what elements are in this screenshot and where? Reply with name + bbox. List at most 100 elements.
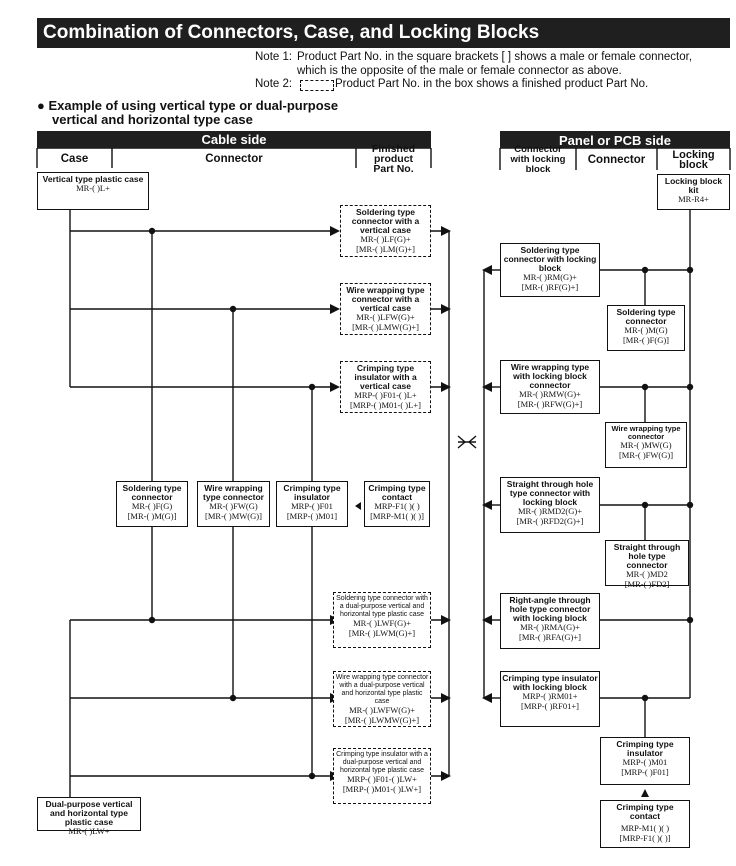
box-title: Wire wrapping type connector with a dual…	[335, 674, 429, 705]
vertical-case-box: Vertical type plastic case MR-( )L+	[37, 172, 149, 210]
part-number-mate: [MR-( )MW(G)]	[205, 510, 262, 521]
cable-side-header: Cable side	[37, 131, 431, 148]
box-title: Wire wrapping type connector	[611, 424, 681, 441]
part-number-mate: [MR-( )LWM(G)+]	[348, 627, 416, 638]
box-title: Wire wrapping type with locking block co…	[510, 362, 590, 390]
part-number: MR-( )LF(G)+	[360, 234, 411, 244]
finished-wire-vertical-box: Wire wrapping type connector with a vert…	[340, 283, 431, 335]
box-title: Crimping type insulator	[616, 739, 674, 758]
wire-wrapping-connector-box: Wire wrapping type connector MR-( )FW(G)…	[197, 481, 270, 527]
soldering-connector-box: Soldering type connector MR-( )F(G) [MR-…	[116, 481, 188, 527]
box-title: Soldering type connector with a vertical…	[351, 207, 420, 235]
box-title: Vertical type plastic case	[42, 174, 144, 184]
box-title: Straight through hole type connector	[613, 542, 681, 570]
box-title: Wire wrapping type connector with a vert…	[346, 285, 425, 313]
note-2-text: Product Part No. in the box shows a fini…	[335, 78, 649, 90]
part-number: MR-( )MW(G)	[620, 440, 672, 450]
part-number: MRP-F1( )( )	[374, 501, 420, 511]
box-title: Crimping type insulator with a dual-purp…	[336, 751, 428, 774]
panel-crimping-lock-box: Crimping type insulator with locking blo…	[500, 671, 600, 727]
note-1-label: Note 1:	[255, 51, 293, 63]
part-number-mate: [MR-( )LWMW(G)+]	[344, 714, 420, 725]
crimping-contact-box: Crimping type contact MRP-F1( )( ) [MRP-…	[364, 481, 430, 527]
part-number: MR-( )L+	[76, 183, 110, 193]
note-1-text: Product Part No. in the square brackets …	[297, 51, 693, 63]
box-title: Soldering type connector	[616, 307, 676, 326]
box-title: Straight through hole type connector wit…	[506, 479, 594, 507]
box-title: Crimping type contact	[368, 483, 426, 502]
part-number-mate: [MR-( )F(G)]	[622, 334, 670, 345]
section-heading: ● Example of using vertical type or dual…	[37, 98, 339, 113]
panel-side-header: Panel or PCB side	[500, 131, 730, 148]
part-number: MR-( )LFW(G)+	[356, 312, 415, 322]
locking-block-kit-box: Locking block kit MR-R4+	[657, 174, 730, 210]
part-number-mate: [MR-( )RFA(G)+]	[518, 631, 581, 642]
part-number: MR-( )F(G)	[131, 501, 173, 511]
header-connector-with-lock: Connector with locking block	[510, 144, 566, 175]
part-number-mate: [MRP-( )M01-( )L+]	[350, 399, 421, 410]
part-number-mate: [MR-( )RFW(G)+]	[517, 398, 583, 409]
part-number-mate: [MR-( )RF(G)+]	[521, 281, 579, 292]
finished-crimping-vertical-box: Crimping type insulator with a vertical …	[340, 361, 431, 413]
header-connector: Connector	[205, 153, 263, 165]
part-number-mate: [MRP-( )RF01+]	[521, 700, 579, 711]
part-number-mate: [MRP-M1( )( )]	[370, 510, 424, 521]
part-number: MR-( )MD2	[626, 569, 668, 579]
panel-wire-lock-box: Wire wrapping type with locking block co…	[500, 360, 600, 414]
part-number-mate: [MR-( )RFD2(G)+]	[516, 515, 584, 526]
note-2-box-sample	[300, 80, 334, 91]
part-number: MRP-( )RM01+	[522, 691, 578, 701]
part-number: MRP-( )M01	[622, 757, 668, 767]
part-number-mate: [MR-( )LMW(G)+]	[352, 321, 419, 332]
header-case: Case	[60, 153, 89, 165]
box-title: Right-angle through hole type connector …	[509, 595, 591, 623]
part-number-mate: [MRP-F1( )( )]	[619, 832, 671, 843]
panel-crimping-insulator-box: Crimping type insulator MRP-( )M01 [MRP-…	[600, 737, 690, 785]
box-title: Soldering type connector with locking bl…	[503, 245, 597, 273]
box-title: Locking block kit	[664, 176, 723, 195]
part-number: MR-( )FW(G)	[209, 501, 258, 511]
section-heading-cont: vertical and horizontal type case	[52, 112, 253, 127]
box-title: Soldering type connector	[122, 483, 182, 502]
part-number: MRP-( )F01-( )L+	[354, 390, 417, 400]
panel-soldering-box: Soldering type connector MR-( )M(G) [MR-…	[607, 305, 685, 351]
page-title: Combination of Connectors, Case, and Loc…	[37, 18, 730, 48]
box-title: Crimping type insulator with a vertical …	[354, 363, 417, 391]
part-number: MR-( )LWF(G)+	[353, 618, 411, 628]
dual-case-box: Dual-purpose vertical and horizontal typ…	[37, 797, 141, 836]
part-number: MR-( )RMA(G)+	[520, 622, 580, 632]
box-title: Wire wrapping type connector	[203, 483, 264, 502]
part-number: MR-( )LWFW(G)+	[349, 705, 415, 715]
box-title: Dual-purpose vertical and horizontal typ…	[45, 799, 133, 827]
part-number-mate: [MRP-( )F01]	[621, 766, 669, 777]
part-number: MR-( )M(G)	[624, 325, 668, 335]
part-number: MRP-M1( )( )	[620, 823, 670, 833]
part-number-mate: [MR-( )FD2]	[624, 578, 670, 589]
part-number-mate: [MRP-( )M01]	[286, 510, 338, 521]
crimping-insulator-box: Crimping type insulator MRP-( )F01 [MRP-…	[276, 481, 348, 527]
box-title: Crimping type insulator with locking blo…	[502, 673, 598, 692]
part-number: MRP-( )F01-( )LW+	[347, 774, 417, 784]
header-panel-connector: Connector	[587, 153, 646, 166]
panel-right-angle-lock-box: Right-angle through hole type connector …	[500, 593, 600, 649]
part-number-mate: [MR-( )FW(G)]	[618, 449, 674, 460]
finished-soldering-dual-box: Soldering type connector with a dual-pur…	[333, 592, 431, 648]
panel-straight-box: Straight through hole type connector MR-…	[605, 540, 689, 588]
part-number: MR-( )LW+	[68, 826, 110, 836]
part-number-mate: [MRP-( )M01-( )LW+]	[342, 783, 422, 794]
part-number: MR-R4+	[678, 194, 709, 204]
part-number-mate: [MR-( )LM(G)+]	[356, 243, 415, 254]
part-number: MR-( )RMW(G)+	[519, 389, 581, 399]
part-number: MR-( )RM(G)+	[523, 272, 577, 282]
panel-crimping-contact-box: Crimping type contact MRP-M1( )( ) [MRP-…	[600, 800, 690, 848]
note-1-text-cont: which is the opposite of the male or fem…	[297, 65, 622, 77]
panel-straight-lock-box: Straight through hole type connector wit…	[500, 477, 600, 533]
header-finished-product: Finished product Part No.	[371, 143, 416, 175]
panel-wire-box: Wire wrapping type connector MR-( )MW(G)…	[605, 422, 687, 468]
finished-wire-dual-box: Wire wrapping type connector with a dual…	[333, 671, 431, 727]
box-title: Crimping type insulator	[283, 483, 341, 502]
part-number: MRP-( )F01	[291, 501, 333, 511]
finished-crimping-dual-box: Crimping type insulator with a dual-purp…	[333, 748, 431, 804]
header-locking-block: Locking block	[672, 148, 715, 171]
